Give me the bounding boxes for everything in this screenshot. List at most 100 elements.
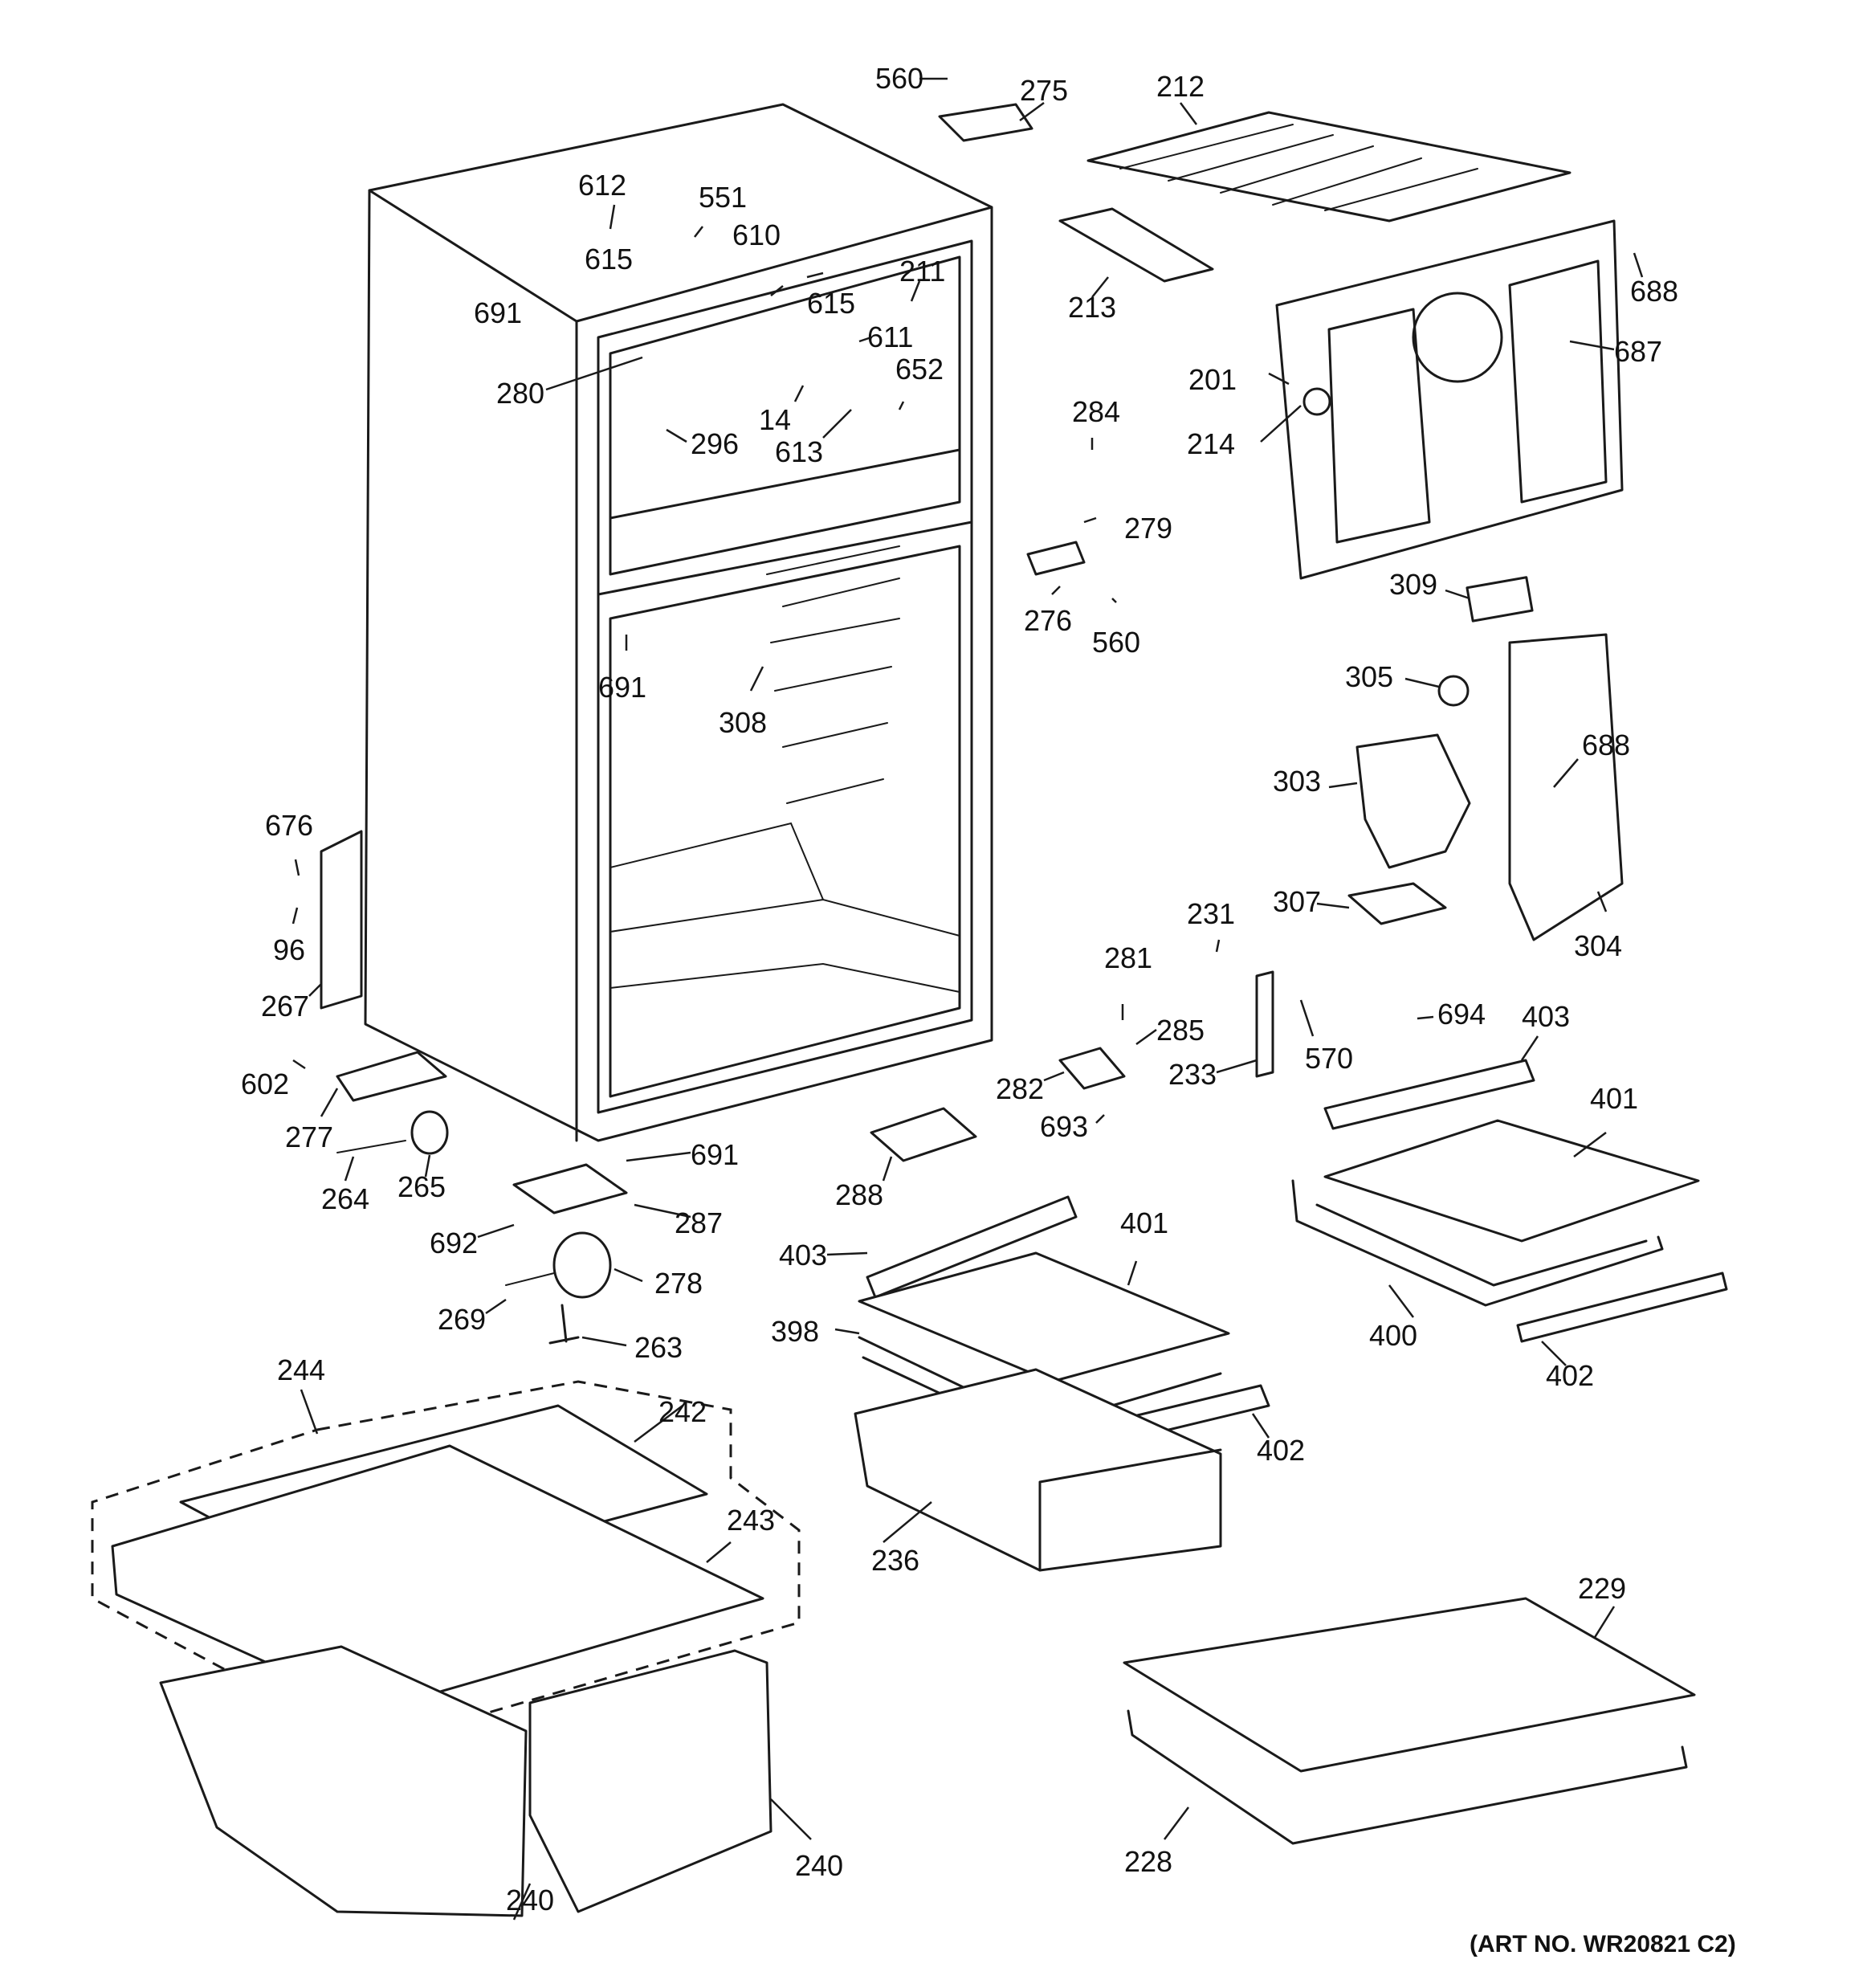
callout-243: 243: [727, 1504, 775, 1537]
callout-693: 693: [1040, 1110, 1088, 1143]
callout-276: 276: [1024, 604, 1072, 637]
callout-288: 288: [835, 1178, 883, 1211]
callout-551: 551: [699, 181, 747, 214]
callout-242: 242: [658, 1395, 707, 1428]
callout-560: 560: [875, 62, 923, 95]
callout-264: 264: [321, 1182, 369, 1215]
callout-285: 285: [1156, 1014, 1205, 1047]
callout-400: 400: [1369, 1319, 1417, 1352]
callout-244: 244: [277, 1353, 325, 1386]
drawer-240b: [528, 1649, 773, 1913]
callout-284: 284: [1072, 395, 1120, 428]
ice-tray: [1058, 207, 1214, 283]
frame-228: [1127, 1709, 1688, 1845]
callout-694: 694: [1437, 998, 1486, 1031]
callout-280: 280: [496, 377, 544, 410]
cover-frame-243: [111, 1444, 764, 1712]
drawer-236: [854, 1368, 1222, 1572]
glass-401b: [858, 1251, 1230, 1383]
callout-211: 211: [899, 255, 945, 288]
callout-402: 402: [1257, 1434, 1305, 1467]
callout-277: 277: [285, 1121, 333, 1153]
callout-269: 269: [438, 1303, 486, 1336]
callout-240: 240: [506, 1884, 554, 1917]
frame-400: [1291, 1179, 1664, 1307]
art-number: (ART NO. WR20821 C2): [1470, 1931, 1736, 1957]
callout-296: 296: [691, 427, 739, 460]
drawer-240a: [159, 1645, 528, 1917]
shelf-support-233: [1255, 970, 1274, 1078]
callout-612: 612: [578, 169, 626, 202]
pin-264: [336, 1140, 406, 1153]
callout-309: 309: [1389, 568, 1437, 601]
callout-263: 263: [634, 1331, 683, 1364]
duct-304: [1508, 633, 1624, 941]
cabinet: [364, 103, 993, 1142]
leveler-263: [548, 1304, 580, 1345]
hinge-282: [1058, 1047, 1126, 1090]
bracket-277: [336, 1051, 447, 1102]
callout-305: 305: [1345, 660, 1393, 693]
callout-275: 275: [1020, 74, 1068, 107]
roller-265: [410, 1110, 449, 1155]
callout-692: 692: [430, 1227, 478, 1259]
freezer-back-panel: [1275, 219, 1624, 580]
callout-303: 303: [1273, 765, 1321, 798]
callout-615: 615: [807, 287, 855, 320]
callout-652: 652: [895, 353, 944, 386]
callout-labels: 560 275 212 612 551 615 610 691 211 615 …: [241, 62, 1678, 1917]
bracket-276: [1026, 541, 1086, 576]
callout-14: 14: [759, 403, 791, 436]
assembly-244: [91, 1380, 801, 1749]
glass-229: [1123, 1597, 1696, 1773]
callout-602: 602: [241, 1067, 289, 1100]
glass-401a: [1323, 1119, 1700, 1243]
callout-688: 688: [1630, 275, 1678, 308]
callout-212: 212: [1156, 70, 1205, 103]
trim-403a: [1323, 1059, 1535, 1130]
callout-402: 402: [1546, 1359, 1594, 1392]
callout-287: 287: [675, 1206, 723, 1239]
callout-398: 398: [771, 1315, 819, 1348]
knob-214: [1302, 387, 1331, 416]
callout-401: 401: [1590, 1082, 1638, 1115]
callout-560: 560: [1092, 626, 1140, 659]
callout-308: 308: [719, 706, 767, 739]
callout-403: 403: [779, 1239, 827, 1272]
roller-278: [552, 1231, 612, 1299]
callout-231: 231: [1187, 897, 1235, 930]
callout-570: 570: [1305, 1042, 1353, 1075]
callout-307: 307: [1273, 885, 1321, 918]
cabinet-parts: [320, 103, 1624, 1345]
damper-307: [1347, 882, 1447, 925]
shelves-and-drawers: [91, 1059, 1728, 1917]
fan-305: [1437, 675, 1470, 707]
wire-shelf-freezer: [1086, 111, 1572, 222]
callout-229: 229: [1578, 1572, 1626, 1605]
callout-282: 282: [996, 1072, 1044, 1105]
hinge-top: [938, 103, 1033, 142]
callout-233: 233: [1168, 1058, 1217, 1091]
callout-304: 304: [1574, 929, 1622, 962]
callout-281: 281: [1104, 941, 1152, 974]
callout-214: 214: [1187, 427, 1235, 460]
leader-lines: [291, 77, 1644, 1921]
trim-402a: [1516, 1272, 1728, 1343]
bracket-288: [870, 1107, 977, 1162]
callout-610: 610: [732, 218, 781, 251]
callout-265: 265: [397, 1170, 446, 1203]
callout-403: 403: [1522, 1000, 1570, 1033]
callout-236: 236: [871, 1544, 919, 1577]
callout-691: 691: [598, 671, 646, 704]
callout-201: 201: [1188, 363, 1237, 396]
cover-309: [1466, 576, 1534, 623]
callout-228: 228: [1124, 1845, 1172, 1878]
callout-401: 401: [1120, 1206, 1168, 1239]
callout-691: 691: [474, 296, 522, 329]
callout-278: 278: [654, 1267, 703, 1300]
callout-96: 96: [273, 933, 305, 966]
bracket-287: [512, 1163, 628, 1214]
callout-615: 615: [585, 243, 633, 276]
trim-403b: [866, 1195, 1078, 1299]
